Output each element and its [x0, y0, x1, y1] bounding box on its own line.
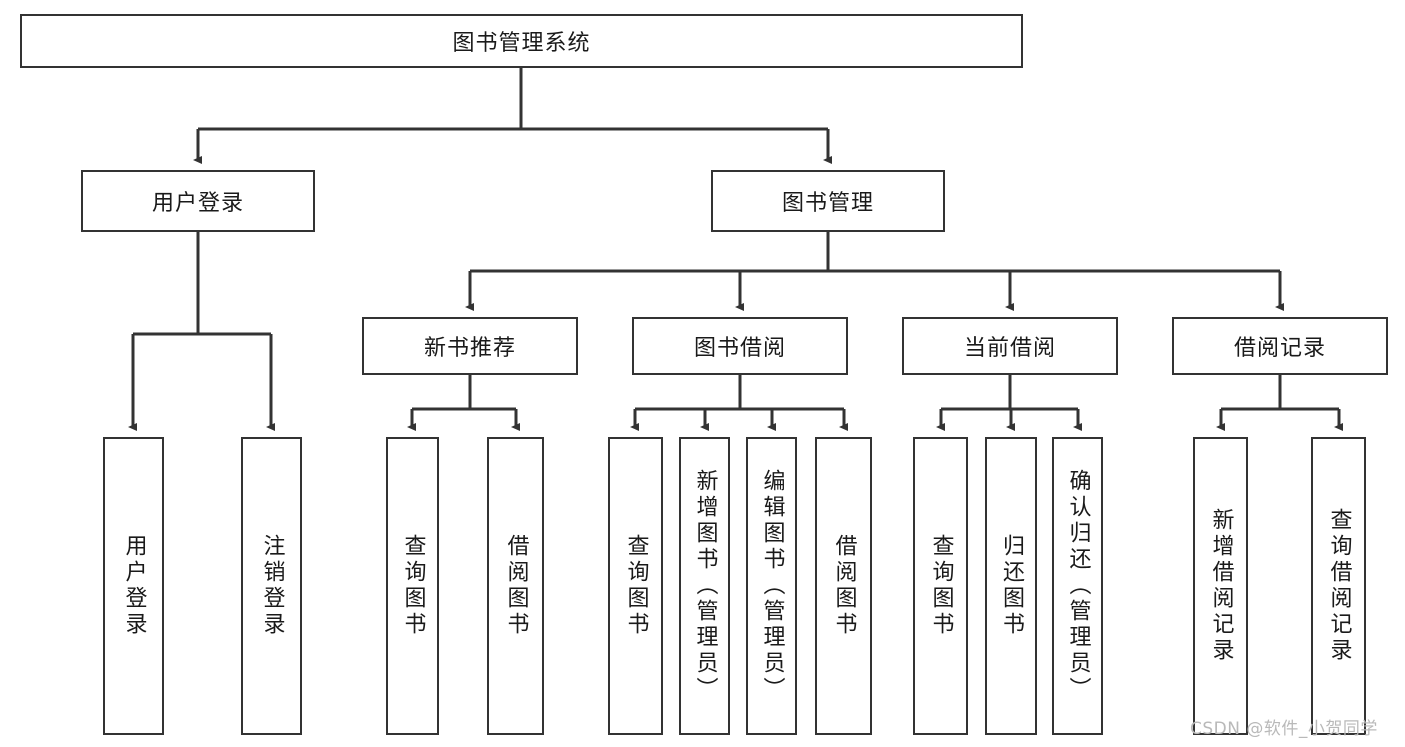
node-leaf-query-book-cur[interactable]: 查询图书: [913, 437, 968, 735]
node-leaf-logout-label: 注销登录: [259, 534, 285, 638]
node-leaf-confirm-return-label: 确认归还（管理员）: [1065, 469, 1091, 703]
node-leaf-confirm-return[interactable]: 确认归还（管理员）: [1052, 437, 1103, 735]
node-leaf-logout[interactable]: 注销登录: [241, 437, 302, 735]
node-leaf-query-book-rec-label: 查询图书: [400, 534, 426, 638]
node-current-borrow-label: 当前借阅: [963, 336, 1056, 361]
node-borrow-record[interactable]: 借阅记录: [1172, 317, 1388, 375]
node-book-manage-label: 图书管理: [781, 191, 874, 216]
node-leaf-query-book-borrow[interactable]: 查询图书: [608, 437, 663, 735]
node-leaf-add-book[interactable]: 新增图书（管理员）: [679, 437, 730, 735]
node-book-manage[interactable]: 图书管理: [711, 170, 945, 232]
node-book-borrow-label: 图书借阅: [693, 336, 786, 361]
node-root[interactable]: 图书管理系统: [20, 14, 1023, 68]
node-leaf-borrow-book[interactable]: 借阅图书: [815, 437, 872, 735]
node-leaf-query-book-cur-label: 查询图书: [928, 534, 954, 638]
node-leaf-return-book[interactable]: 归还图书: [985, 437, 1037, 735]
node-leaf-query-record[interactable]: 查询借阅记录: [1311, 437, 1366, 735]
node-root-label: 图书管理系统: [452, 31, 591, 56]
node-leaf-user-login-label: 用户登录: [121, 534, 147, 638]
node-leaf-return-book-label: 归还图书: [999, 534, 1024, 638]
node-leaf-edit-book-label: 编辑图书（管理员）: [759, 469, 785, 703]
node-leaf-user-login[interactable]: 用户登录: [103, 437, 164, 735]
node-leaf-borrow-book-rec[interactable]: 借阅图书: [487, 437, 544, 735]
node-book-borrow[interactable]: 图书借阅: [632, 317, 848, 375]
node-user-login[interactable]: 用户登录: [81, 170, 315, 232]
node-user-login-label: 用户登录: [151, 191, 244, 216]
node-new-book-recommend[interactable]: 新书推荐: [362, 317, 578, 375]
node-leaf-add-book-label: 新增图书（管理员）: [692, 469, 718, 703]
watermark: CSDN @软件_小贺同学: [1190, 719, 1378, 739]
node-leaf-borrow-book-label: 借阅图书: [831, 534, 857, 638]
node-leaf-edit-book[interactable]: 编辑图书（管理员）: [746, 437, 797, 735]
node-leaf-query-book-borrow-label: 查询图书: [623, 534, 649, 638]
node-current-borrow[interactable]: 当前借阅: [902, 317, 1118, 375]
node-leaf-add-record-label: 新增借阅记录: [1208, 508, 1234, 664]
node-leaf-borrow-book-rec-label: 借阅图书: [503, 534, 529, 638]
node-leaf-query-record-label: 查询借阅记录: [1326, 508, 1352, 664]
node-leaf-add-record[interactable]: 新增借阅记录: [1193, 437, 1248, 735]
node-leaf-query-book-rec[interactable]: 查询图书: [386, 437, 439, 735]
node-new-book-recommend-label: 新书推荐: [423, 336, 516, 361]
node-borrow-record-label: 借阅记录: [1233, 336, 1326, 361]
